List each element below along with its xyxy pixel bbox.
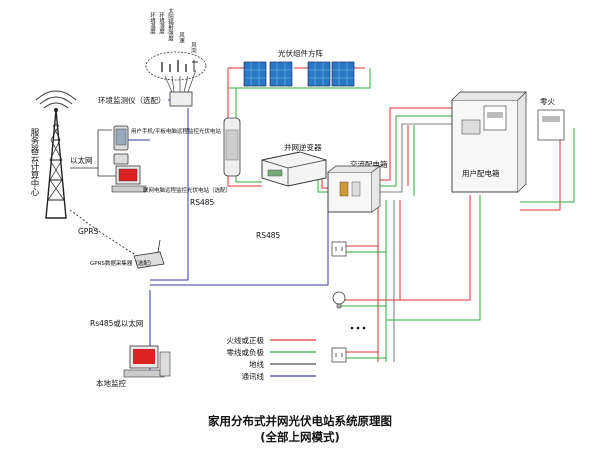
legend-label: 零线或负极 (227, 347, 265, 357)
server-tower (35, 90, 77, 219)
env-hum-label: 环境湿度 (158, 12, 165, 36)
signal-waves-icon (35, 90, 77, 109)
gprs-label: GPRS (78, 227, 99, 236)
rs485-eth-label: Rs485或以太网 (90, 318, 143, 328)
env-temp-label: 环境温度 (149, 12, 156, 36)
user-distribution-box (451, 91, 527, 193)
ac-wires (317, 107, 575, 362)
env-monitor (145, 51, 207, 107)
gprs-collector (133, 239, 165, 269)
solar-panel (243, 61, 267, 87)
inverter-label: 并网逆变器 (284, 142, 322, 152)
local-monitor-label: 本地监控 (96, 378, 126, 388)
networked-pc-label: 联网电脑远程监控光伏电站（选配） (143, 186, 231, 194)
dc-combiner (223, 117, 241, 177)
socket-icon (331, 347, 347, 363)
ac-distribution-box (327, 165, 382, 213)
user-box-label: 用户配电箱 (462, 168, 500, 178)
live-label: 零火 (540, 97, 555, 106)
phone-icon (113, 125, 129, 165)
solar-panel (307, 61, 331, 87)
antenna-icon (157, 239, 161, 253)
ethernet-link (70, 129, 118, 177)
solar-panel (331, 61, 355, 87)
wind-dir-label: 风向 (190, 42, 197, 54)
gprs-link (69, 209, 135, 255)
legend-label: 火线或正极 (227, 335, 265, 345)
diagram-title: 家用分布式并网光伏电站系统原理图 (208, 414, 392, 428)
inverter (261, 151, 327, 187)
legend-label: 通讯线 (242, 371, 265, 381)
env-monitor-label: 环境监测仪（选配） (98, 95, 166, 105)
wind-speed-label: 风速 (178, 32, 185, 45)
local-monitor-pc-icon (123, 345, 171, 378)
solar-array (243, 61, 355, 87)
solar-panel (269, 61, 293, 87)
collector-label: GPRS数据采集器（选配） (90, 259, 154, 267)
phone-label: 用户手机/平板电脑远程监控光伏电站（选配） (131, 127, 243, 135)
ellipsis-icon (350, 326, 366, 330)
networked-pc-icon (111, 165, 147, 193)
socket-icon (331, 241, 347, 257)
diagram-subtitle: (全部上网模式) (260, 430, 340, 444)
rs485-mid-label: RS485 (256, 231, 281, 240)
solar-rad-label: 太阳辐射强度 (167, 7, 174, 43)
solar-array-label: 光伏组件方阵 (278, 48, 323, 58)
sensor-wires (164, 69, 197, 93)
lightbulb-icon (332, 291, 346, 309)
dc-wires (227, 67, 371, 187)
ethernet-label: 以太网 (70, 155, 93, 165)
grid-meter-icon (537, 109, 565, 141)
rs485-left-label: RS485 (190, 198, 215, 207)
legend-label: 地线 (249, 359, 264, 369)
ac-box-label: 交流配电箱 (350, 159, 388, 169)
wind-vane-icon (192, 60, 198, 72)
server-label: 服务器云计算中心 (29, 128, 39, 196)
